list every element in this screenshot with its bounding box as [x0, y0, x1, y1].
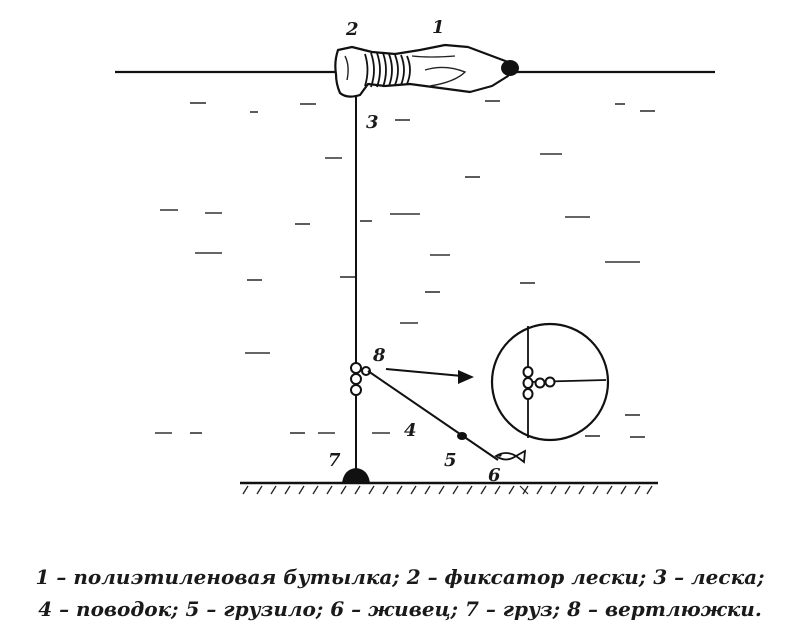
caption-line-1: 1 – полиэтиленовая бутылка; 2 – фиксатор… — [35, 565, 765, 589]
label-bottle: 1 — [432, 17, 445, 38]
label-bait: 6 — [488, 465, 501, 486]
sinker — [457, 432, 467, 440]
bait-fish — [494, 449, 527, 464]
leader — [367, 370, 499, 461]
label-swivels: 8 — [372, 345, 386, 366]
bottom-weight — [342, 468, 370, 483]
bottle-cap — [501, 60, 519, 76]
magnify-arrow — [385, 368, 474, 384]
label-weight: 7 — [328, 450, 341, 471]
caption-line-2: 4 – поводок; 5 – грузило; 6 – живец; 7 –… — [38, 597, 762, 621]
bottle — [334, 43, 519, 98]
river-bottom — [240, 481, 658, 495]
label-leader: 4 — [404, 420, 417, 441]
label-line: 3 — [366, 112, 379, 133]
water-ripples — [155, 100, 655, 438]
magnified-swivel-view — [490, 322, 610, 442]
label-fixer: 2 — [345, 19, 359, 40]
label-sinker: 5 — [444, 450, 457, 471]
swivels — [350, 362, 371, 396]
line-fixer — [364, 52, 411, 88]
